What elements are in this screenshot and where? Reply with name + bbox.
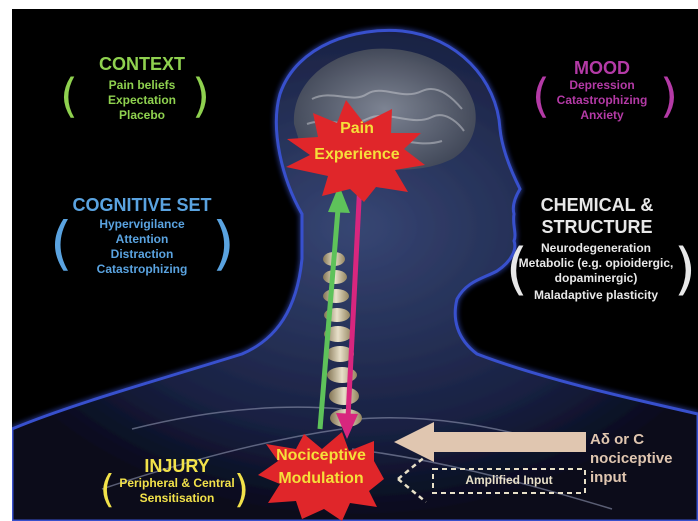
context-right-paren: ): [192, 69, 210, 123]
cognitive-item: Catastrophizing: [96, 262, 188, 276]
down-arrow-head: [336, 413, 358, 439]
injury-item: Sensitisation: [139, 491, 215, 505]
chemical-item: Maladaptive plasticity: [533, 288, 659, 302]
cognitive-item: Hypervigilance: [99, 217, 185, 231]
mood-left-paren: (: [532, 69, 550, 123]
body-illustration: [12, 28, 698, 521]
nociceptive-modulation-line2: Modulation: [278, 470, 364, 487]
mood-item: Depression: [569, 78, 635, 92]
mood-right-paren: ): [660, 69, 678, 123]
input-arrow-head: [394, 422, 434, 462]
nociceptive-modulation-star: [258, 432, 384, 521]
pain-experience-line1: Pain: [340, 120, 374, 137]
injury-item: Peripheral & Central: [119, 476, 235, 490]
cognitive-title: COGNITIVE SET: [72, 195, 212, 215]
nociceptive-input-line3: input: [590, 469, 627, 486]
chemical-item: Neurodegeneration: [540, 241, 651, 255]
cognitive-item: Attention: [115, 232, 169, 246]
diagram-canvas: CONTEXT ( ) Pain beliefs Expectation Pla…: [12, 9, 698, 521]
context-title: CONTEXT: [98, 54, 185, 74]
context-group: CONTEXT: [72, 54, 212, 74]
nociceptive-input-line1: Aδ or C: [590, 431, 645, 448]
chemical-item: Metabolic (e.g. opioidergic,: [518, 256, 674, 270]
mood-title: MOOD: [574, 58, 630, 78]
context-item: Pain beliefs: [108, 78, 176, 92]
chemical-left-paren: (: [506, 237, 528, 302]
injury-left-paren: (: [100, 467, 115, 511]
nociceptive-input-line2: nociceptive: [590, 450, 673, 467]
mood-item: Catastrophizing: [556, 93, 648, 107]
chemical-title-line1: CHEMICAL &: [540, 195, 654, 215]
cognitive-left-paren: (: [50, 209, 73, 277]
pain-experience-star: [286, 100, 425, 202]
context-item: Expectation: [107, 93, 176, 107]
cognitive-item: Distraction: [110, 247, 174, 261]
chemical-item: dopaminergic): [554, 271, 638, 285]
up-arrow-head: [328, 185, 350, 213]
chemical-title-line2: STRUCTURE: [541, 217, 653, 237]
injury-right-paren: ): [234, 467, 249, 511]
chemical-right-paren: ): [674, 237, 696, 302]
context-item: Placebo: [118, 108, 166, 122]
cognitive-right-paren: ): [212, 209, 235, 277]
pain-experience-line2: Experience: [314, 146, 400, 163]
injury-title: INJURY: [144, 456, 210, 476]
mood-item: Anxiety: [580, 108, 624, 122]
nociceptive-modulation-line1: Nociceptive: [276, 447, 366, 464]
context-left-paren: (: [60, 69, 78, 123]
amplified-input-label: Amplified Input: [465, 473, 553, 487]
amplified-input-box: [432, 468, 586, 494]
